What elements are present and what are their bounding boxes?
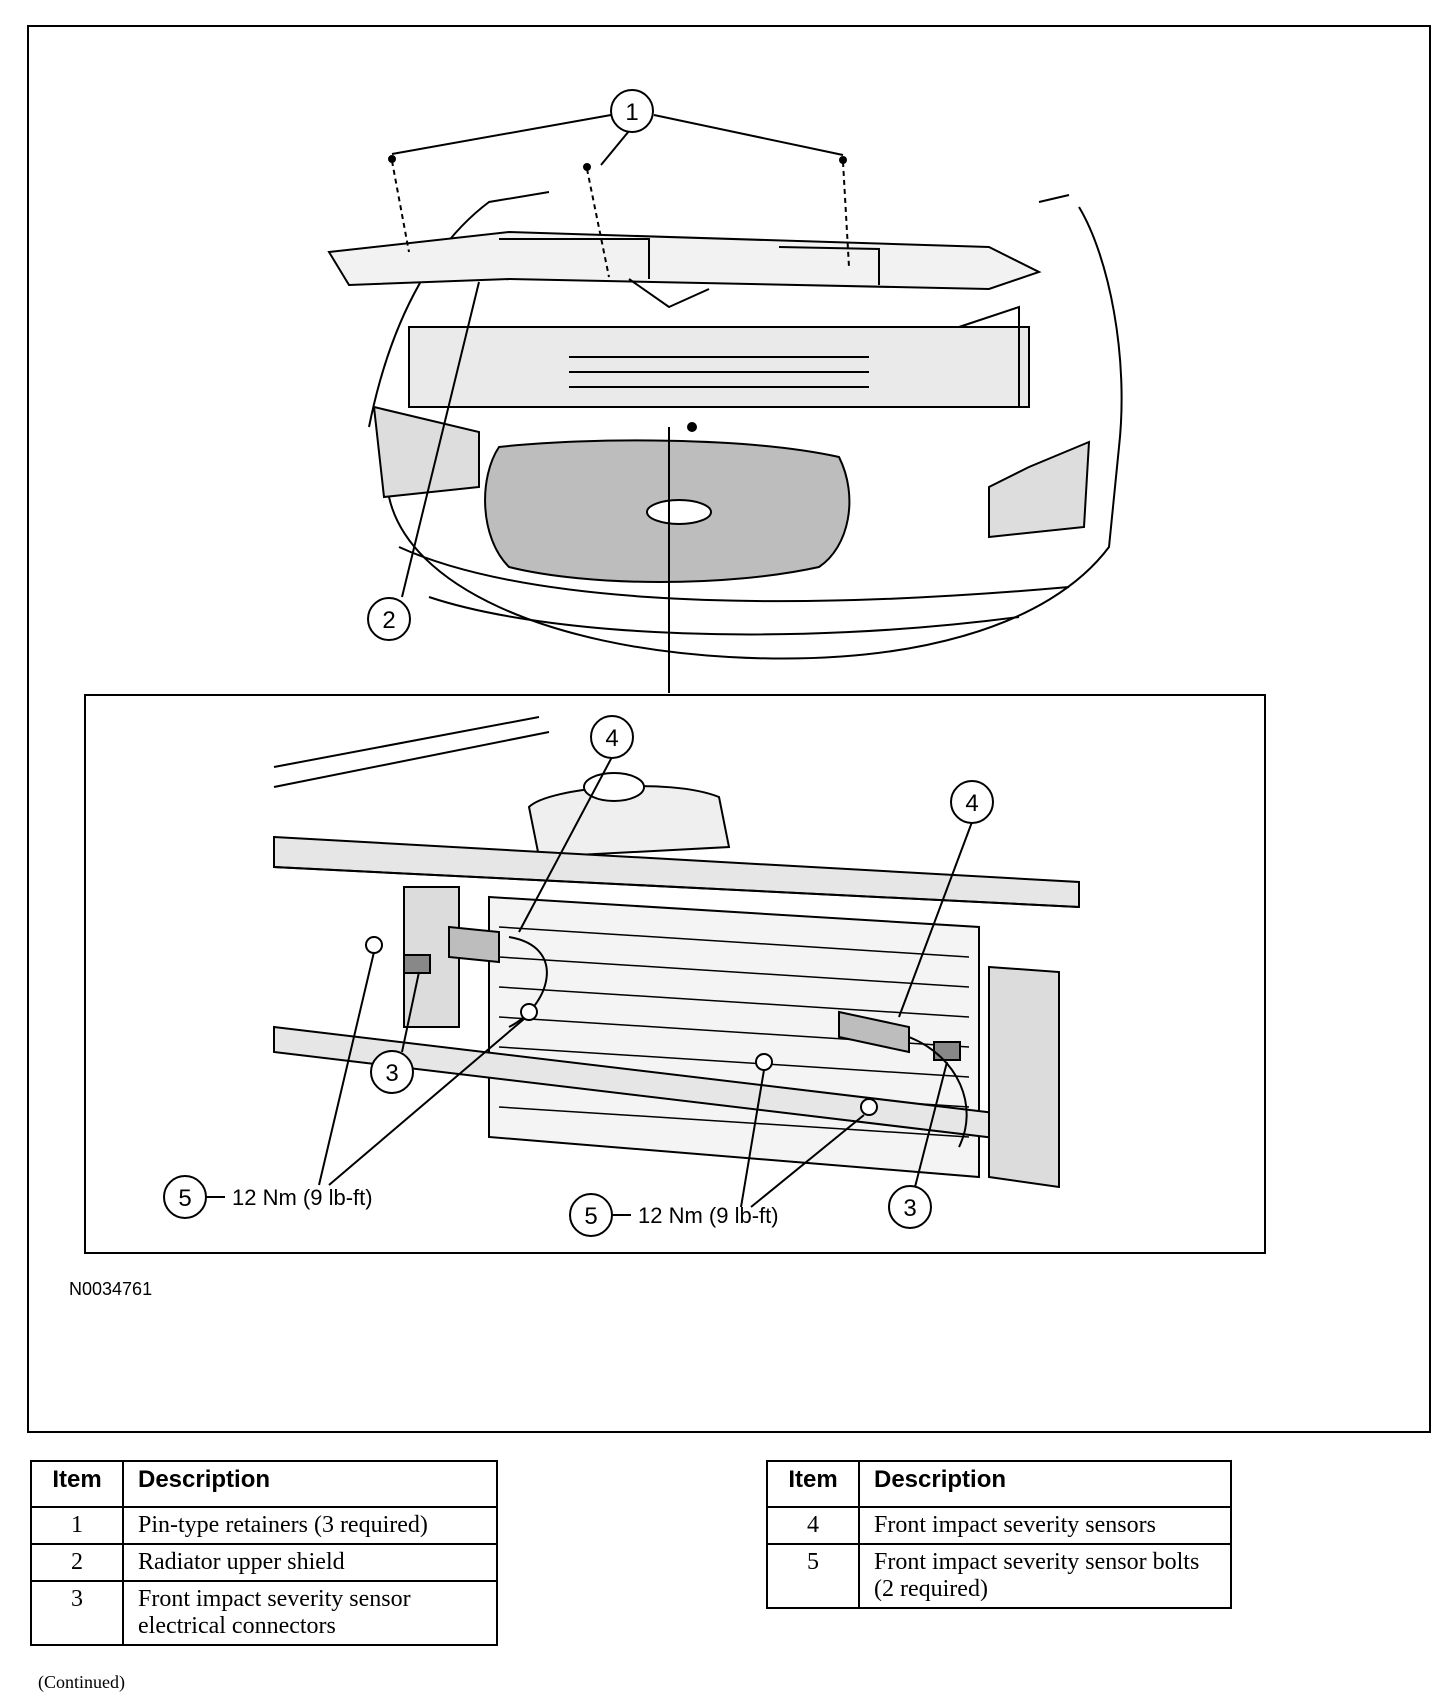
callout-1: 1 — [610, 89, 654, 133]
table-row: 2 Radiator upper shield — [30, 1543, 498, 1582]
radiator-upper-shield — [327, 230, 1042, 291]
callout-2: 2 — [367, 597, 411, 641]
sensor-bolt-3 — [755, 1053, 773, 1071]
callout-4-right: 4 — [950, 780, 994, 824]
item-number: 1 — [30, 1506, 124, 1545]
header-item: Item — [30, 1460, 124, 1508]
item-number: 3 — [30, 1580, 124, 1646]
front-impact-severity-sensor-left — [448, 925, 500, 964]
sensor-bolt-2 — [520, 1003, 538, 1021]
item-description: Radiator upper shield — [122, 1543, 498, 1582]
leader-lines-upper — [391, 114, 844, 693]
leader-lines-lower — [318, 756, 973, 1208]
callout-5-right-label: 5 — [584, 1203, 597, 1230]
callout-3-right: 3 — [888, 1185, 932, 1229]
header-description: Description — [122, 1460, 498, 1508]
callout-4-left: 4 — [590, 715, 634, 759]
item-description: Pin-type retainers (3 required) — [122, 1506, 498, 1545]
figure-id: N0034761 — [69, 1279, 152, 1299]
torque-spec-left: 12 Nm (9 lb-ft) — [232, 1185, 373, 1210]
callout-3-right-label: 3 — [903, 1195, 916, 1222]
sensor-connector-right — [933, 1041, 961, 1061]
callout-3-left-label: 3 — [385, 1060, 398, 1087]
table-row: 5 Front impact severity sensor bolts (2 … — [766, 1543, 1232, 1609]
legend-table-right: Item Description 4 Front impact severity… — [766, 1460, 1232, 1609]
callout-2-label: 2 — [382, 607, 395, 634]
legend-header-row: Item Description — [30, 1460, 498, 1508]
vehicle-front-illustration — [327, 191, 1123, 660]
pin-type-retainers — [388, 155, 850, 278]
callout-4-right-label: 4 — [965, 790, 978, 817]
detail-view-frame — [84, 694, 1266, 1254]
item-number: 5 — [766, 1543, 860, 1609]
callout-4-left-label: 4 — [605, 725, 618, 752]
sensor-bolt-4 — [860, 1098, 878, 1116]
radiator-support-detail — [273, 716, 1080, 1189]
item-description: Front impact severity sensor bolts (2 re… — [858, 1543, 1232, 1609]
callout-5-left: 5 12 Nm (9 lb-ft) — [163, 1175, 373, 1219]
continued-note: (Continued) — [38, 1672, 125, 1692]
header-item: Item — [766, 1460, 860, 1508]
table-row: 3 Front impact severity sensor electrica… — [30, 1580, 498, 1646]
item-description: Front impact severity sensor electrical … — [122, 1580, 498, 1646]
table-row: 1 Pin-type retainers (3 required) — [30, 1506, 498, 1545]
front-impact-severity-sensor-right — [838, 1010, 910, 1054]
callout-3-left: 3 — [370, 1050, 414, 1094]
torque-spec-right: 12 Nm (9 lb-ft) — [638, 1203, 779, 1228]
legend-table-left: Item Description 1 Pin-type retainers (3… — [30, 1460, 498, 1646]
callout-5-left-label: 5 — [178, 1185, 191, 1212]
table-row: 4 Front impact severity sensors — [766, 1506, 1232, 1545]
sensor-bolt-1 — [365, 936, 383, 954]
diagram-figure: 1 2 — [27, 25, 1431, 1433]
item-number: 2 — [30, 1543, 124, 1582]
item-number: 4 — [766, 1506, 860, 1545]
header-description: Description — [858, 1460, 1232, 1508]
diagram-canvas: 1 2 — [69, 89, 1266, 1299]
callout-5-right: 5 12 Nm (9 lb-ft) — [569, 1193, 779, 1237]
callout-1-label: 1 — [625, 99, 638, 126]
sensor-connector-left — [403, 954, 431, 974]
legend-header-row: Item Description — [766, 1460, 1232, 1508]
item-description: Front impact severity sensors — [858, 1506, 1232, 1545]
